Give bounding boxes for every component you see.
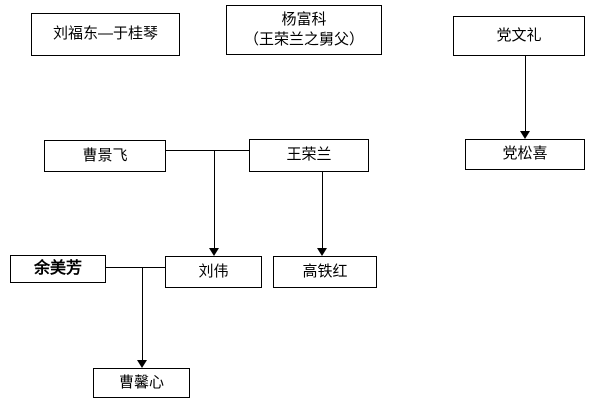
node-label: 高铁红	[302, 262, 348, 280]
connector-dangwenli-to-dangsongxi-line	[525, 56, 526, 132]
connector-wangronglan-to-gaotiehong-line	[322, 172, 323, 249]
node-yangfuke: 杨富科 （王荣兰之舅父）	[226, 5, 382, 55]
node-caoxinxin: 曹馨心	[93, 368, 190, 398]
connector-couple1-to-liuwei-line	[214, 150, 215, 249]
node-label: 曹馨心	[118, 373, 164, 391]
connector-yumeifang-liuwei-line	[106, 267, 165, 268]
node-label: 党文礼	[496, 26, 542, 44]
node-label: 刘福东—于桂琴	[52, 25, 158, 43]
connector-caojingfei-wangronglan-line	[166, 150, 249, 151]
node-yumeifang: 余美芳	[10, 255, 106, 283]
node-dangsongxi: 党松喜	[465, 139, 585, 170]
node-label: 党松喜	[502, 145, 548, 163]
arrowhead-to-gaotiehong-icon	[317, 248, 327, 256]
node-caojingfei: 曹景飞	[44, 140, 166, 172]
node-gaotiehong: 高铁红	[273, 256, 377, 288]
node-wangronglan: 王荣兰	[249, 139, 369, 172]
arrowhead-to-dangsongxi-icon	[520, 131, 530, 139]
connector-couple2-to-caoxinxin-line	[142, 267, 143, 361]
node-liuwei: 刘伟	[165, 256, 262, 288]
node-liufudong-yuguiqin: 刘福东—于桂琴	[31, 13, 180, 56]
node-dangwenli: 党文礼	[453, 16, 585, 56]
node-label: 曹景飞	[82, 146, 128, 164]
node-label: 杨富科	[281, 10, 327, 28]
node-sublabel: （王荣兰之舅父）	[243, 31, 364, 48]
node-label: 余美芳	[33, 260, 82, 278]
node-label: 刘伟	[198, 262, 229, 280]
arrowhead-to-caoxinxin-icon	[137, 360, 147, 368]
arrowhead-to-liuwei-icon	[209, 248, 219, 256]
node-label: 王荣兰	[286, 146, 332, 164]
